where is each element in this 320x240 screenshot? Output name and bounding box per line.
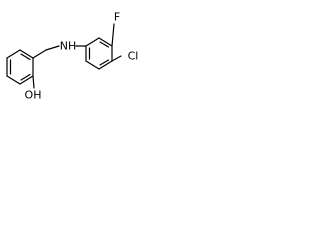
bond-c-cl — [111, 55, 122, 62]
structure-canvas: F Cl NH OH — [0, 0, 146, 102]
hydroxyl-label: OH — [25, 89, 42, 102]
chlorine-label: Cl — [128, 50, 139, 63]
double-bond-ring2-c — [99, 59, 110, 66]
bond-ring1-6 — [6, 49, 21, 59]
double-bond-ring2-b — [99, 41, 110, 48]
bond-ch2-n — [45, 45, 60, 51]
bond-ring1-2 — [6, 75, 21, 85]
bond-ring2-1 — [85, 37, 100, 47]
chlorofluorophenyl-ring — [85, 37, 113, 70]
bond-c-f — [111, 23, 115, 47]
fluorine-label: F — [114, 11, 120, 24]
amine-label: NH — [60, 40, 77, 53]
bond-ring2-5 — [85, 60, 100, 70]
bond-c-oh — [32, 75, 35, 89]
bond-ring-ch2 — [32, 49, 47, 59]
double-bond-ring1-b — [20, 53, 31, 61]
molecule-structure: F Cl NH OH — [6, 11, 139, 102]
phenol-ring — [6, 49, 34, 85]
bond-ring2-4 — [98, 60, 113, 70]
bond-ring2-2 — [98, 37, 113, 47]
bond-ring1-3 — [19, 75, 34, 85]
double-bond-ring1-c — [20, 73, 31, 81]
bond-ring1-5 — [19, 49, 34, 59]
